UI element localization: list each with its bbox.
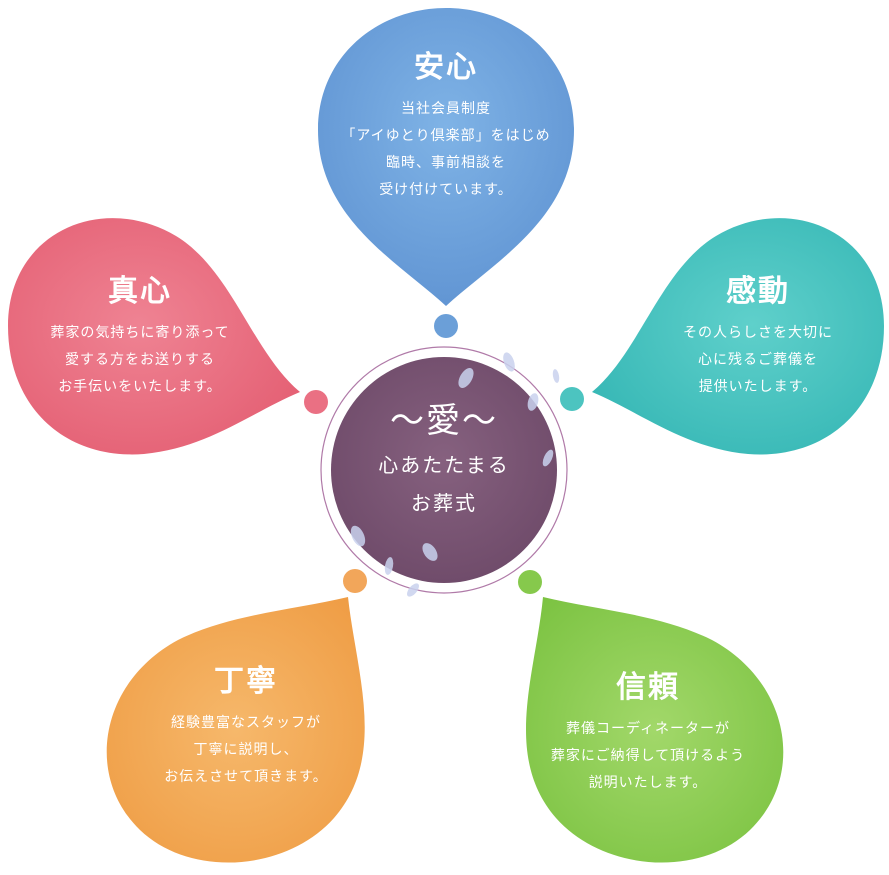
falling-petals-decoration — [350, 352, 560, 597]
petal-anshin-line-3: 臨時、事前相談を — [386, 155, 506, 171]
dot-shinrai — [518, 570, 542, 594]
petal-kandou-line-2: 心に残るご葬儀を — [698, 352, 818, 368]
center-circle — [331, 357, 557, 583]
petal-shinrai-line-1: 葬儀コーディネーターが — [565, 721, 731, 737]
center-ring — [320, 346, 568, 594]
petal-kandou — [592, 218, 884, 455]
petal-shinshin-text: 真心 葬家の気持ちに寄り添って 愛する方をお送りする お手伝いをいたします。 — [22, 272, 258, 401]
petal-shinrai-title: 信頼 — [616, 670, 680, 705]
petal-kandou-line-1: その人らしさを大切に — [683, 325, 833, 341]
petal-kandou-line-3: 提供いたします。 — [698, 379, 818, 395]
petal-kandou-text: 感動 その人らしさを大切に 心に残るご葬儀を 提供いたします。 — [648, 272, 868, 401]
petal-anshin-text: 安心 当社会員制度 「アイゆとり倶楽部」をはじめ 臨時、事前相談を 受け付けてい… — [326, 48, 566, 204]
center-line-1: 心あたたまる — [378, 453, 510, 477]
petal-teinei-line-2: 丁寧に説明し、 — [193, 742, 299, 758]
petal-shinshin-line-2: 愛する方をお送りする — [65, 352, 215, 368]
petal-teinei-title: 丁寧 — [214, 664, 278, 699]
petal-shinshin-line-1: 葬家の気持ちに寄り添って — [50, 325, 230, 341]
center-text: ～愛～ 心あたたまる お葬式 — [344, 396, 544, 522]
petal-shinrai-text: 信頼 葬儀コーディネーターが 葬家にご納得して頂けるよう 説明いたします。 — [530, 668, 766, 797]
petal-teinei-line-3: お伝えさせて頂きます。 — [164, 769, 328, 785]
dot-anshin — [434, 314, 458, 338]
petal-teinei — [106, 597, 365, 863]
dot-kandou — [560, 387, 584, 411]
petal-anshin-title: 安心 — [414, 50, 478, 85]
petal-shinshin-line-3: お手伝いをいたします。 — [58, 379, 222, 395]
petal-kandou-title: 感動 — [726, 274, 790, 309]
dot-shinshin — [304, 390, 328, 414]
center-title: ～愛～ — [390, 401, 498, 441]
petal-shinshin — [8, 218, 300, 455]
petal-teinei-line-1: 経験豊富なスタッフが — [171, 715, 321, 731]
petal-shinrai-line-2: 葬家にご納得して頂けるよう — [550, 748, 746, 764]
petal-shinrai-line-3: 説明いたします。 — [588, 775, 708, 791]
petal-shinshin-title: 真心 — [108, 274, 172, 309]
center-line-2: お葬式 — [411, 491, 477, 515]
petal-shinrai — [526, 597, 784, 863]
petal-anshin — [318, 8, 574, 306]
petal-anshin-line-1: 当社会員制度 — [401, 101, 491, 117]
petal-anshin-line-2: 「アイゆとり倶楽部」をはじめ — [341, 128, 551, 144]
petal-anshin-line-4: 受け付けています。 — [379, 182, 513, 198]
dot-teinei — [343, 569, 367, 593]
petal-teinei-text: 丁寧 経験豊富なスタッフが 丁寧に説明し、 お伝えさせて頂きます。 — [136, 662, 356, 791]
